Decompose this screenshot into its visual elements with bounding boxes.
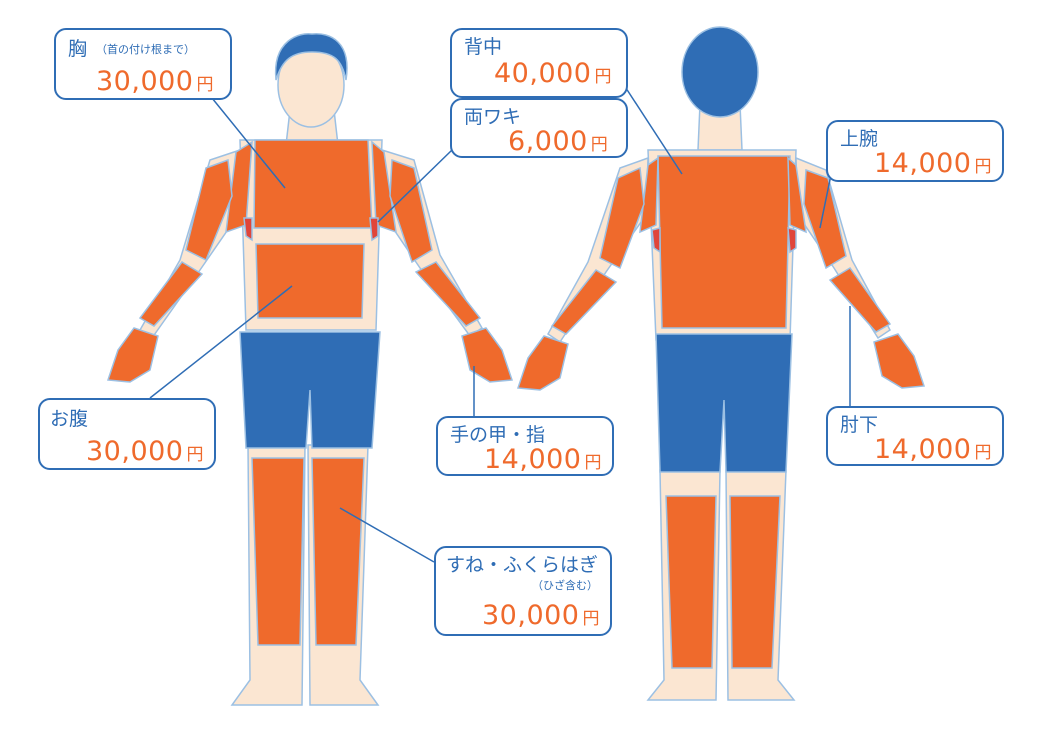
upper-arm-label: 上腕 [840, 128, 879, 150]
legs-label: すね・ふくらはぎ [446, 554, 599, 576]
connector-lines [149, 81, 851, 563]
hands-label: 手の甲・指 [450, 424, 546, 446]
underarms-label: 両ワキ [464, 106, 522, 128]
forearm-label: 肘下 [840, 414, 879, 436]
chest-note: （首の付け根まで） [96, 43, 195, 56]
back-label: 背中 [464, 36, 503, 58]
legs-note: （ひざ含む） [532, 579, 598, 592]
back-figure [516, 26, 926, 701]
chest-label: 胸 [68, 38, 88, 60]
front-figure [106, 32, 514, 706]
belly-label: お腹 [50, 408, 89, 430]
